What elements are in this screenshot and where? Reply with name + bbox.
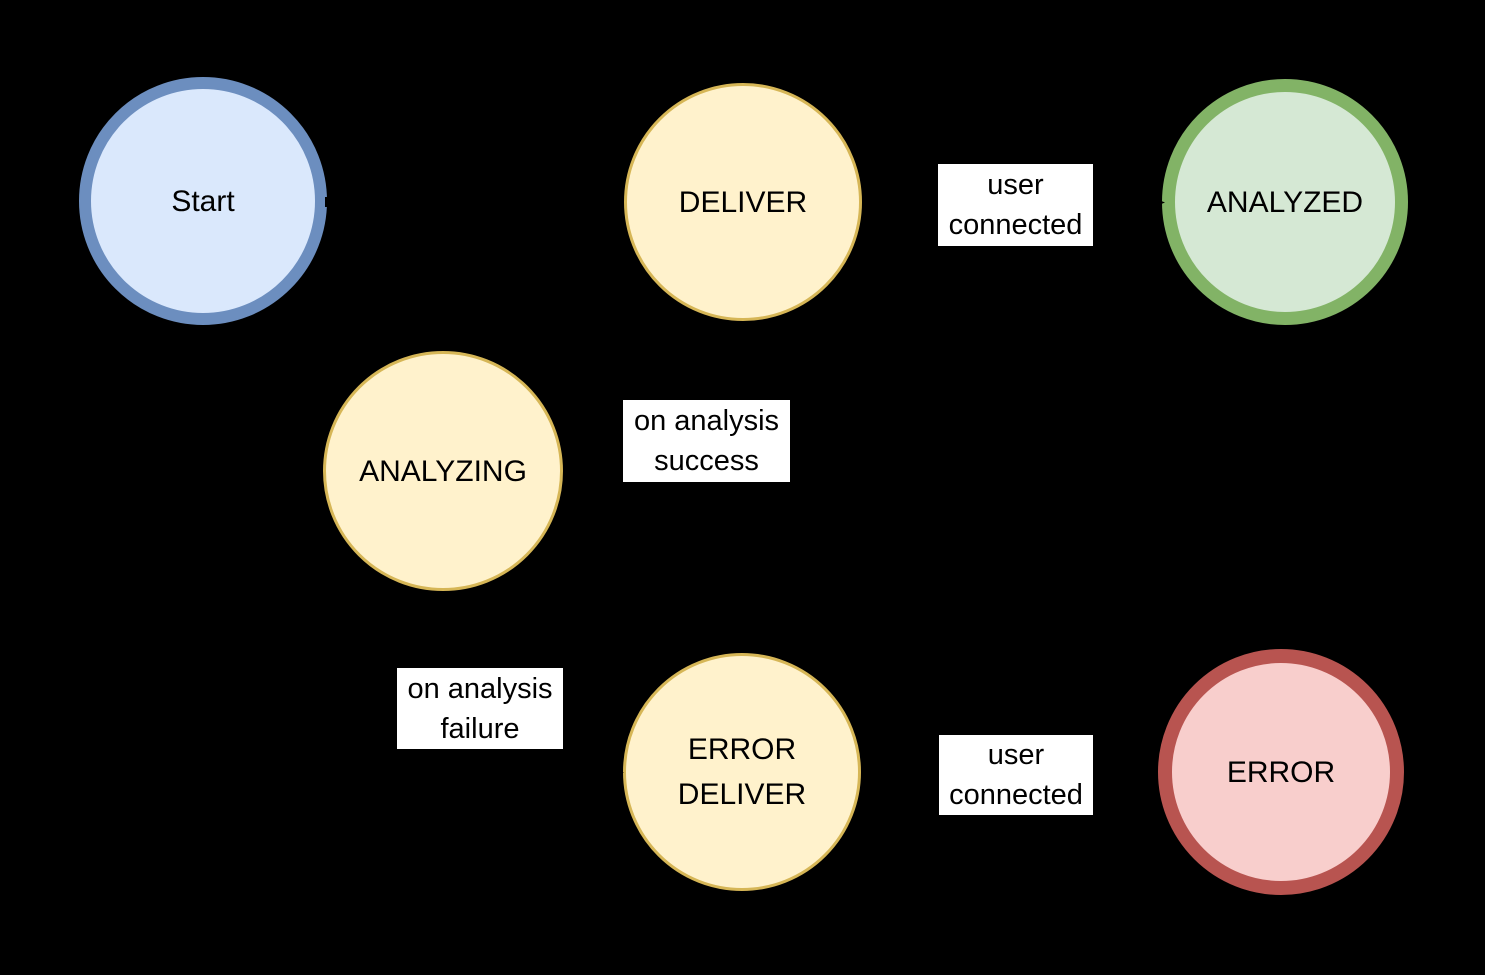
edge-label-user-connected-top: user connected [938,164,1093,246]
state-node-analyzed: ANALYZED [1162,79,1408,325]
state-label-start: Start [171,184,235,218]
edge-label-line: failure [440,712,520,745]
state-label-deliver: DELIVER [678,185,808,219]
arrowhead-into-error-deliver-icon [604,765,624,780]
edge-label-line: connected [949,779,1083,811]
state-label-error: ERROR [1226,755,1336,789]
edge-label-line: connected [948,209,1083,241]
state-node-start: Start [79,77,327,325]
state-node-error: ERROR [1158,649,1404,895]
state-node-analyzing: ANALYZING [323,351,563,591]
state-label-error-deliver-line1: ERROR [687,733,797,766]
state-label-error-deliver-line2: DELIVER [677,778,807,811]
arrowhead-into-analyzed-lower-icon [1141,216,1165,240]
edge-label-on-analysis-success: on analysis success [623,400,790,482]
state-node-deliver: DELIVER [624,83,862,321]
edge-label-user-connected-bottom: user connected [939,735,1093,815]
edge-label-line: on analysis [407,672,553,705]
state-label-analyzed: ANALYZED [1206,185,1364,219]
edge-label-line: on analysis [633,405,780,437]
edge-label-line: success [654,445,759,477]
edge-label-line: user [987,169,1044,201]
edge-label-on-analysis-failure: on analysis failure [397,668,563,749]
edge-stub-start-icon [325,197,330,207]
edge-label-line: user [987,739,1045,771]
state-node-error-deliver: ERROR DELIVER [623,653,861,891]
state-label-analyzing: ANALYZING [359,454,527,488]
